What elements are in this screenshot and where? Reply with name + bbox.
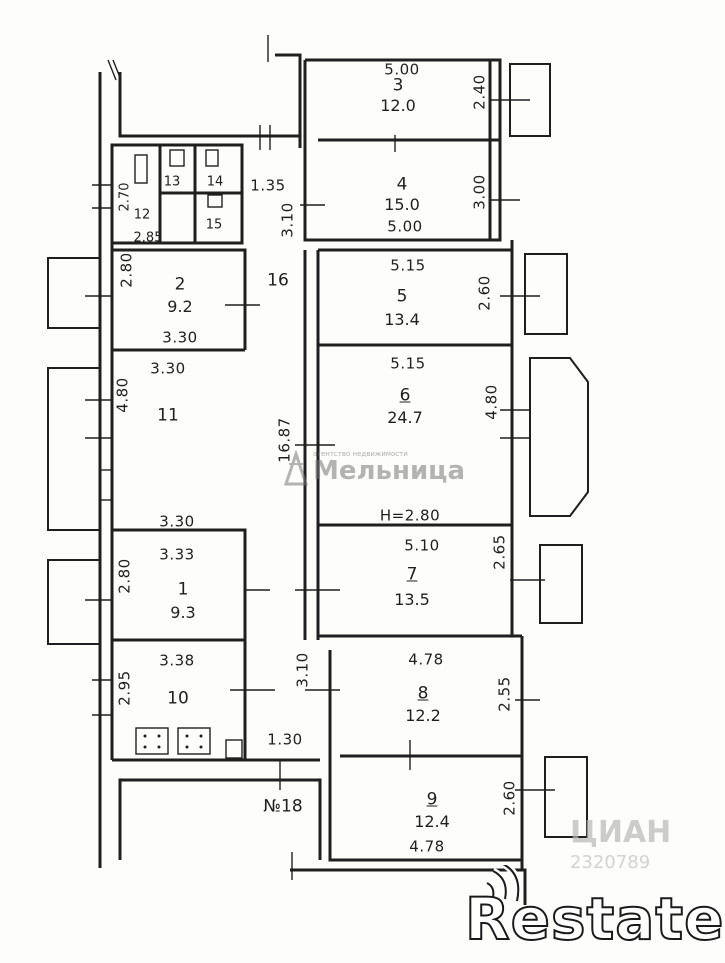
window-bay-right-4 [544, 756, 588, 838]
room-13-number: 13 [163, 174, 181, 190]
dimension-label: 1.35 [250, 176, 286, 195]
dimension-label: 4.80 [482, 384, 501, 420]
agency-watermark: агентство недвижимости Мельница [283, 450, 465, 486]
wc-fixture [205, 149, 219, 167]
dimension-label: 5.00 [384, 60, 420, 79]
dimension-label: 2.60 [500, 780, 519, 816]
window-bay-left-1 [47, 257, 101, 329]
dimension-label: 4.78 [409, 837, 445, 856]
wall-rooms-8-9 [328, 650, 522, 862]
dimension-label: 3.00 [470, 174, 489, 210]
restate-logo: Restate [425, 865, 725, 963]
room-18-number: №18 [263, 796, 303, 817]
mill-logo-icon [283, 450, 309, 486]
room-6-area: 24.7 [387, 408, 423, 427]
room-16-number: 16 [267, 270, 289, 291]
agency-name: Мельница [313, 456, 465, 486]
washbasin-fixture [207, 194, 223, 208]
bay-window-room-6 [529, 357, 589, 517]
wall-room-1 [112, 528, 247, 640]
dimension-label: 5.10 [404, 536, 440, 555]
stove-burner-left [135, 727, 169, 755]
room-3-area: 12.0 [380, 96, 416, 115]
toilet-fixture [169, 149, 185, 167]
room-14-number: 14 [206, 174, 224, 190]
dimension-label: 2.70 [117, 182, 133, 212]
dimension-label: 2.40 [470, 74, 489, 110]
room-2-area: 9.2 [167, 297, 193, 316]
dimension-label: 2.80 [115, 558, 134, 594]
room-8-number: 8 [417, 683, 429, 704]
bath-fixture [134, 154, 148, 184]
room-1-area: 9.3 [170, 603, 196, 622]
signal-waves-icon [485, 865, 522, 902]
stove-burner-right [177, 727, 211, 755]
ceiling-height-label: H=2.80 [379, 506, 441, 525]
cian-listing-id: 2320789 [570, 852, 651, 873]
window-bay-left-2 [47, 367, 101, 531]
room-15-number: 15 [205, 217, 223, 233]
dimension-label: 2.95 [115, 670, 134, 706]
dimension-label: 3.38 [159, 651, 195, 670]
room-6-number: 6 [399, 385, 411, 406]
room-9-number: 9 [426, 789, 438, 810]
wall-entrance [118, 778, 322, 860]
room-7-number: 7 [406, 564, 418, 585]
window-bay-left-3 [47, 559, 101, 645]
window-bay-right-3 [539, 544, 583, 624]
room-10-number: 10 [167, 688, 189, 709]
brand-name: Restate [464, 884, 725, 954]
agency-tagline: агентство недвижимости [313, 450, 408, 458]
dimension-label: 2.80 [117, 252, 136, 288]
dimension-label: 1.30 [267, 730, 303, 749]
room-1-number: 1 [177, 579, 189, 600]
dimension-label: 3.30 [162, 328, 198, 347]
dimension-label: 3.30 [159, 512, 195, 531]
dimension-label: 2.55 [495, 676, 514, 712]
wall-room-2 [112, 248, 247, 350]
dimension-label: 3.30 [150, 359, 186, 378]
dimension-label: 2.85 [133, 230, 163, 246]
room-3-number: 3 [392, 75, 404, 96]
dimension-label: 5.15 [390, 354, 426, 373]
room-7-area: 13.5 [394, 590, 430, 609]
room-4-number: 4 [396, 174, 408, 195]
room-2-number: 2 [174, 274, 186, 295]
wall-top-stub [275, 53, 302, 148]
room-5-area: 13.4 [384, 310, 420, 329]
dimension-label: 2.60 [475, 275, 494, 311]
room-9-area: 12.4 [414, 812, 450, 831]
wall-rooms-3-4 [303, 58, 502, 242]
dimension-label: 3.10 [278, 202, 297, 238]
dimension-label: 2.65 [490, 534, 509, 570]
dimension-label: 5.15 [390, 256, 426, 275]
room-4-area: 15.0 [384, 195, 420, 214]
dimension-label: 3.33 [159, 545, 195, 564]
dimension-label: 3.10 [293, 652, 312, 688]
dimension-label: 5.00 [387, 217, 423, 236]
dimension-label: 4.78 [408, 650, 444, 669]
room-8-area: 12.2 [405, 706, 441, 725]
sink-fixture [225, 739, 243, 759]
room-12-number: 12 [133, 207, 151, 223]
cian-watermark: ЦИАН [570, 815, 672, 850]
wall-bottom-right [290, 868, 527, 905]
outer-wall-top-left [118, 72, 300, 138]
room-5-number: 5 [396, 286, 408, 307]
dimension-label: 4.80 [113, 377, 132, 413]
room-11-number: 11 [157, 405, 179, 426]
window-bay-right-2 [524, 253, 568, 335]
